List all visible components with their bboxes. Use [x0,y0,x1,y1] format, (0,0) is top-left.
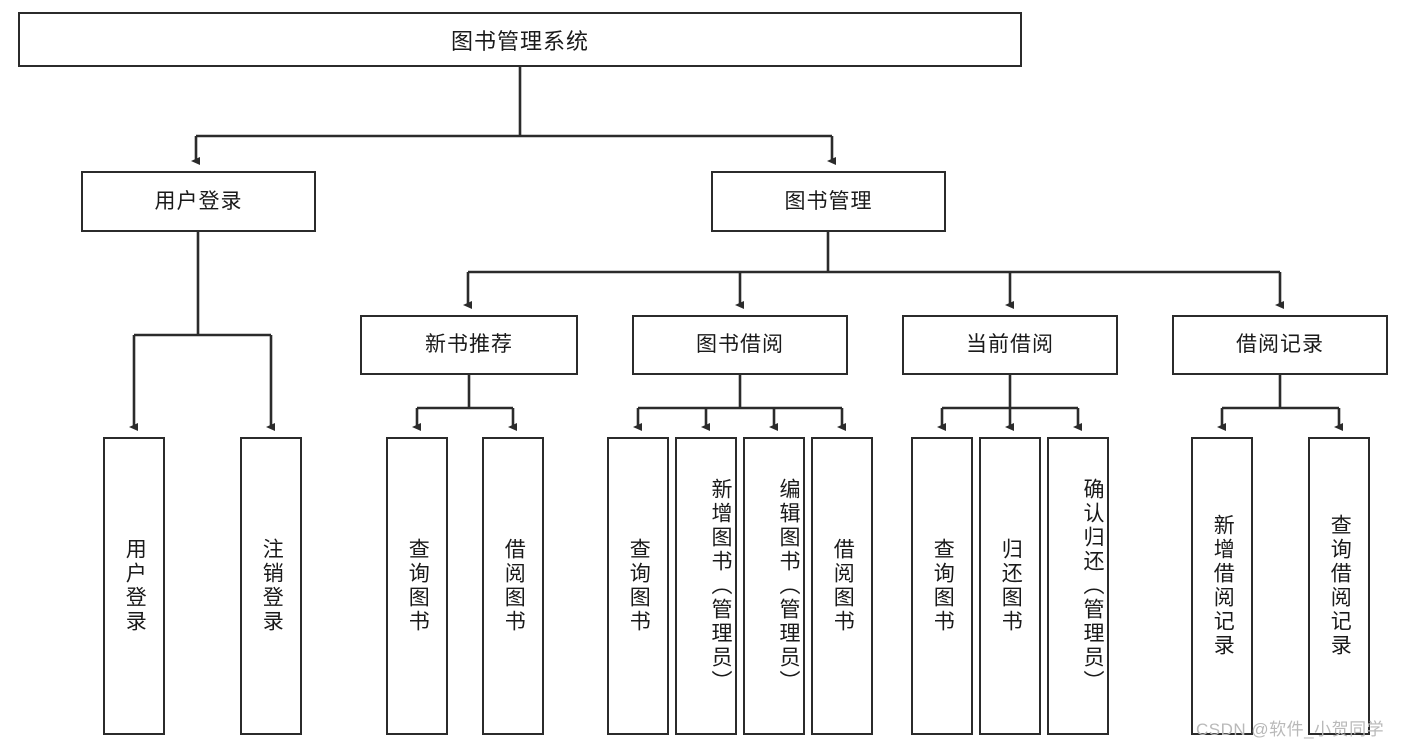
leaf-user-login-logout[interactable]: 注销登录 [240,437,302,735]
node-root-system[interactable]: 图书管理系统 [18,12,1022,67]
leaf-recommend-query-book[interactable]: 查询图书 [386,437,448,735]
leaf-borrow-edit-book-admin[interactable]: 编辑图书（管理员） [743,437,805,735]
leaf-borrow-query-book[interactable]: 查询图书 [607,437,669,735]
node-current-borrow[interactable]: 当前借阅 [902,315,1118,375]
leaf-current-return-book[interactable]: 归还图书 [979,437,1041,735]
leaf-borrow-borrow-book[interactable]: 借阅图书 [811,437,873,735]
node-new-book-recommend[interactable]: 新书推荐 [360,315,578,375]
leaf-current-query-book[interactable]: 查询图书 [911,437,973,735]
leaf-current-confirm-return-admin[interactable]: 确认归还（管理员） [1047,437,1109,735]
node-book-borrow[interactable]: 图书借阅 [632,315,848,375]
leaf-borrow-add-book-admin[interactable]: 新增图书（管理员） [675,437,737,735]
leaf-recommend-borrow-book[interactable]: 借阅图书 [482,437,544,735]
leaf-record-query-record[interactable]: 查询借阅记录 [1308,437,1370,735]
node-book-management[interactable]: 图书管理 [711,171,946,232]
node-user-login[interactable]: 用户登录 [81,171,316,232]
csdn-watermark: CSDN @软件_小贺同学 [1196,720,1385,739]
leaf-record-add-record[interactable]: 新增借阅记录 [1191,437,1253,735]
node-borrow-record[interactable]: 借阅记录 [1172,315,1388,375]
leaf-user-login-signin[interactable]: 用户登录 [103,437,165,735]
